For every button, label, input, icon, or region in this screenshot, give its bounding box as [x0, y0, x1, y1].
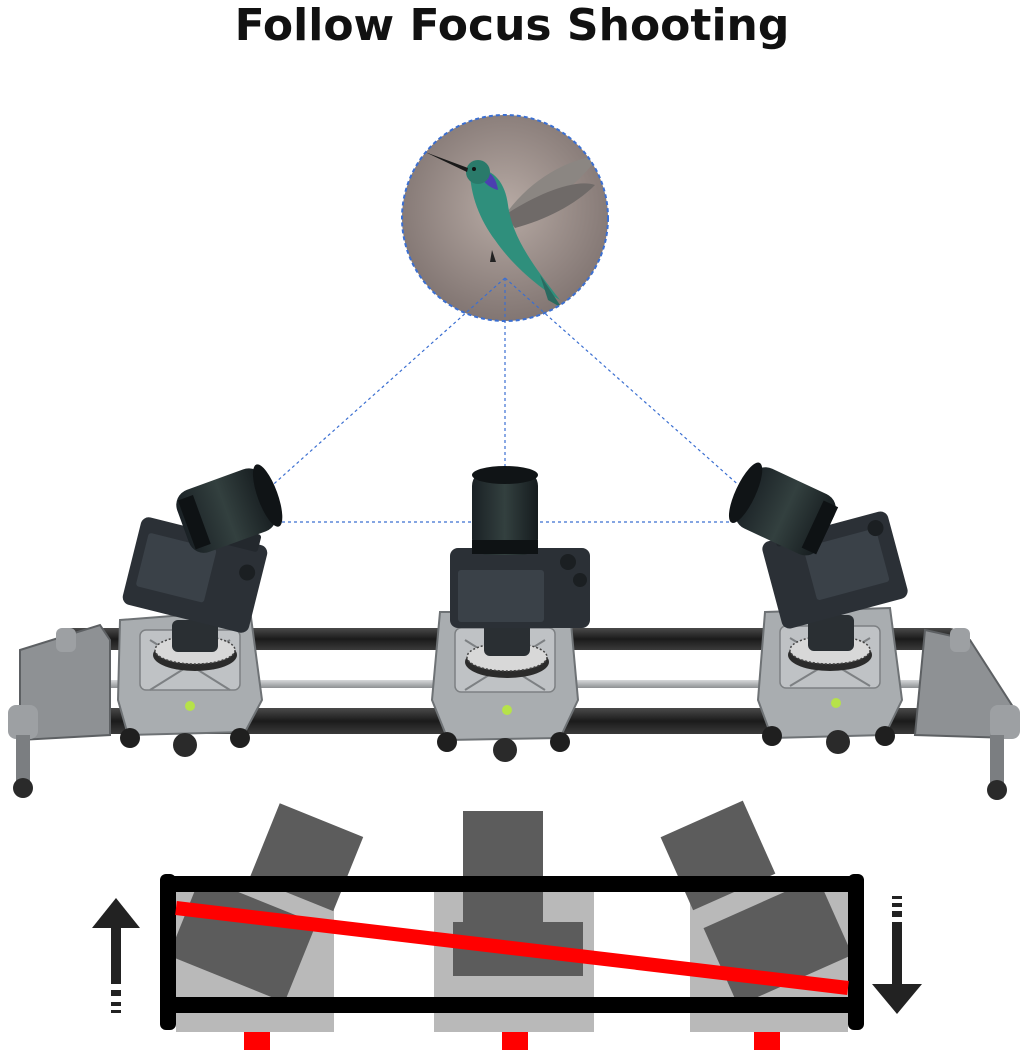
camera-rig-left	[116, 464, 283, 757]
slider-track	[8, 623, 1020, 800]
camera-rig-right	[728, 462, 908, 754]
marker-left	[244, 1032, 270, 1050]
arrow-up-icon	[92, 898, 140, 1013]
arrow-down-icon	[872, 896, 922, 1014]
marker-right	[754, 1032, 780, 1050]
marker-center	[502, 1032, 528, 1050]
page-title: Follow Focus Shooting	[234, 0, 790, 51]
focus-diagram	[160, 800, 864, 1050]
subject-circle	[401, 114, 609, 322]
camera-rig-center	[430, 466, 590, 762]
hummingbird-icon	[425, 152, 600, 308]
focus-line	[175, 901, 849, 995]
